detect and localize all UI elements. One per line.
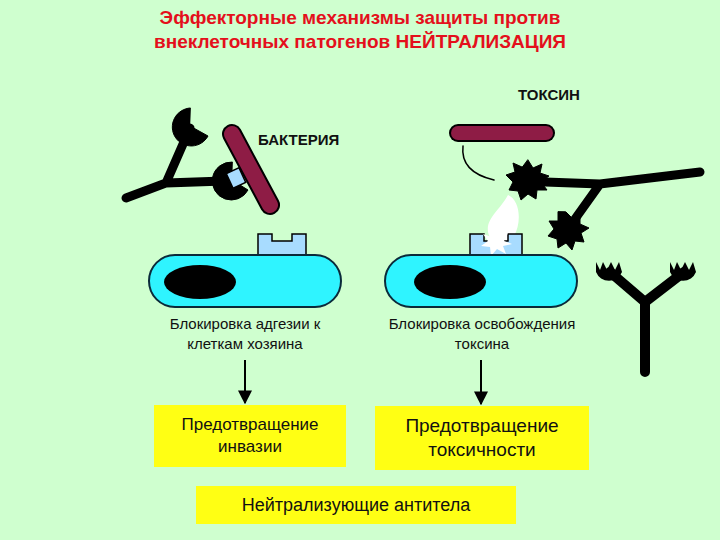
box-text: Нейтрализующие антитела [236, 494, 477, 517]
flow-arrow [244, 360, 246, 403]
part-label: БАКТЕРИЯ [258, 131, 339, 148]
left-antibody [126, 108, 248, 200]
cell-caption: Блокировка адгезии к клеткам хозяина [166, 314, 324, 354]
cell-shape [382, 252, 580, 312]
left-receptor [258, 234, 306, 257]
host-cell: Блокировка адгезии к клеткам хозяина [146, 252, 344, 358]
right-antibody [506, 160, 700, 250]
cell-caption: Блокировка освобождения токсина [382, 314, 582, 354]
diagram-title: Эффекторные механизмы защиты против внек… [150, 6, 570, 54]
host-cell: Блокировка освобождения токсина [382, 252, 580, 358]
right-receptor [470, 228, 522, 257]
flow-arrow [480, 360, 482, 404]
free-antibody [596, 262, 696, 372]
result-box: Предотвращение токсичности [375, 406, 589, 470]
box-text: Предотвращение инвазии [154, 414, 346, 458]
part-label: ТОКСИН [518, 86, 580, 103]
box-text: Предотвращение токсичности [375, 414, 589, 462]
result-box: Нейтрализующие антитела [196, 486, 516, 524]
result-box: Предотвращение инвазии [154, 405, 346, 467]
cell-shape [146, 252, 344, 312]
